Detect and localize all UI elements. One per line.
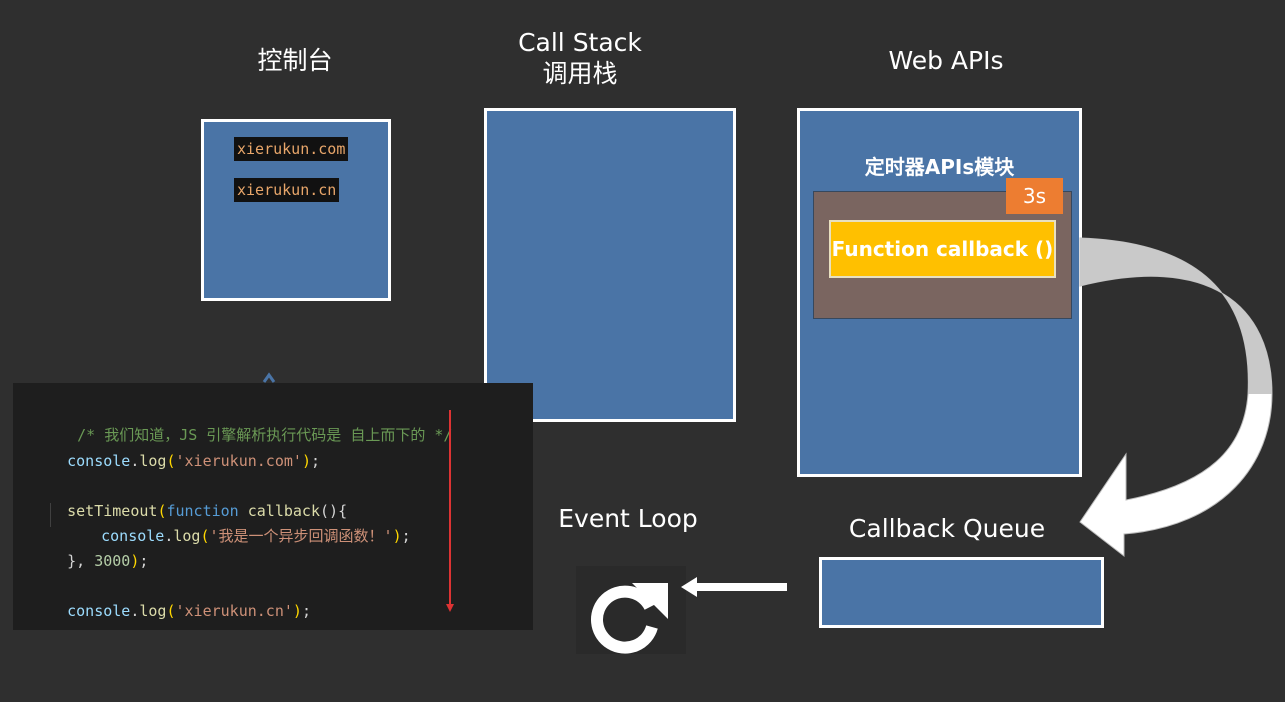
- code-token: .: [164, 527, 174, 545]
- code-token: ,: [76, 552, 95, 570]
- code-token: ;: [139, 552, 149, 570]
- code-token: (: [166, 602, 176, 620]
- code-token: ): [292, 602, 302, 620]
- code-comment-line: /* 我们知道，JS 引擎解析执行代码是 自上而下的 */: [41, 405, 452, 465]
- console-output-line: xierukun.cn: [234, 178, 340, 202]
- code-token: {: [338, 502, 348, 520]
- code-token: function: [166, 502, 239, 520]
- code-comment: /* 我们知道，JS 引擎解析执行代码是 自上而下的 */: [77, 426, 453, 444]
- event-loop-refresh-icon: [591, 583, 668, 654]
- console-box: xierukun.com xierukun.cn: [201, 119, 391, 301]
- code-token: (: [157, 502, 167, 520]
- code-line-2: console.log('xierukun.com');: [31, 431, 320, 491]
- curved-arrow-icon: [1079, 237, 1273, 558]
- code-token: (: [166, 452, 176, 470]
- code-line-6: }, 3000);: [31, 531, 148, 591]
- callback-function-block: Function callback (): [829, 220, 1056, 278]
- code-token: callback: [247, 502, 320, 520]
- code-token: log: [139, 602, 167, 620]
- code-token: }: [67, 552, 77, 570]
- indent-guide: [50, 503, 51, 527]
- code-token: ): [392, 527, 402, 545]
- timer-module-title: 定时器APIs模块: [864, 155, 1015, 179]
- code-line-5: console.log('我是一个异步回调函数！');: [65, 506, 411, 566]
- event-loop-title: Event Loop: [558, 504, 698, 533]
- code-token: console: [101, 527, 165, 545]
- callback-queue-box: [819, 557, 1104, 628]
- code-token: ): [130, 552, 140, 570]
- web-apis-title: Web APIs: [888, 46, 1004, 75]
- code-line-4: setTimeout(function callback(){: [31, 481, 347, 541]
- code-token: console: [67, 452, 131, 470]
- code-token: ;: [401, 527, 411, 545]
- code-token: ;: [301, 602, 311, 620]
- code-token: 'xierukun.com': [175, 452, 302, 470]
- code-token: .: [130, 452, 140, 470]
- code-token: ;: [310, 452, 320, 470]
- call-stack-title-cn: 调用栈: [542, 59, 618, 88]
- web-apis-box: 定时器APIs模块 3s Function callback (): [797, 108, 1082, 477]
- down-arrow-icon: [446, 604, 454, 612]
- console-output-line: xierukun.com: [234, 137, 349, 161]
- code-token: 3000: [94, 552, 131, 570]
- code-token: (: [200, 527, 210, 545]
- call-stack-box: [484, 108, 736, 422]
- call-stack-title-en: Call Stack: [518, 28, 642, 57]
- timer-delay-badge: 3s: [1006, 178, 1063, 214]
- code-panel: /* 我们知道，JS 引擎解析执行代码是 自上而下的 */ console.lo…: [13, 383, 533, 630]
- code-token: '我是一个异步回调函数！': [209, 527, 393, 545]
- code-token: setTimeout: [67, 502, 158, 520]
- left-arrow-icon: [681, 577, 787, 597]
- code-token: .: [130, 602, 140, 620]
- code-token: ): [301, 452, 311, 470]
- up-arrow-icon: [262, 372, 276, 383]
- code-token: 'xierukun.cn': [175, 602, 293, 620]
- execution-order-arrow: [449, 410, 451, 610]
- code-token: log: [139, 452, 167, 470]
- code-token: log: [173, 527, 201, 545]
- code-line-8: console.log('xierukun.cn');: [31, 581, 311, 641]
- console-title: 控制台: [257, 46, 333, 75]
- code-token: (): [320, 502, 339, 520]
- code-token: console: [67, 602, 131, 620]
- callback-queue-title: Callback Queue: [848, 514, 1046, 543]
